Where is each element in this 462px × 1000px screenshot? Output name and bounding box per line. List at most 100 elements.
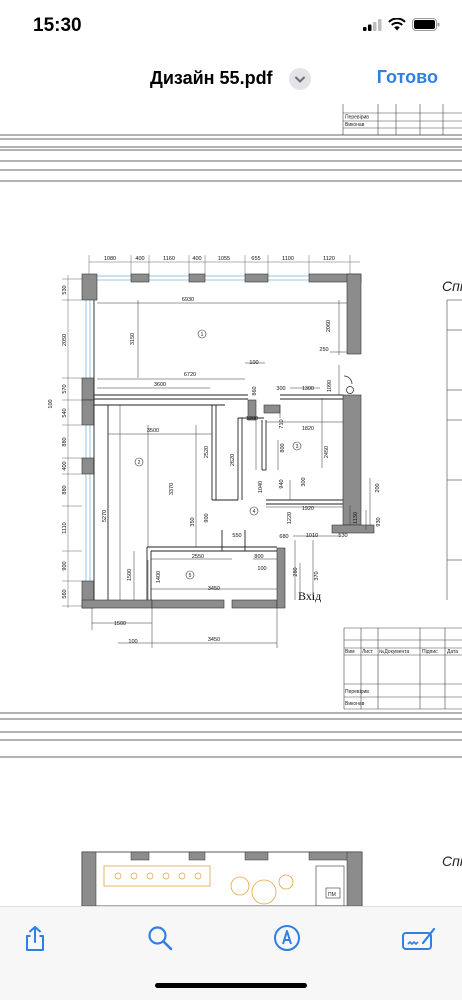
dim-1040: 1040 bbox=[258, 481, 264, 493]
dim-1200: 1200 bbox=[246, 416, 258, 422]
page-border-top bbox=[0, 134, 462, 182]
search-button[interactable] bbox=[145, 923, 175, 953]
dim-370: 370 bbox=[314, 571, 320, 580]
dim-3150: 3150 bbox=[130, 333, 136, 345]
dim-3450: 3450 bbox=[208, 586, 220, 592]
status-bar: 15:30 bbox=[0, 0, 462, 52]
dim-3500: 3500 bbox=[147, 428, 159, 434]
dim-left-1: 530 bbox=[62, 285, 68, 294]
room-2-label: 2 bbox=[138, 460, 141, 466]
dim-6930: 6930 bbox=[182, 297, 194, 303]
dim-940: 940 bbox=[279, 479, 285, 488]
stamp-col-2: Лист bbox=[362, 649, 374, 655]
dim-left-11: 560 bbox=[62, 589, 68, 598]
dim-100c: 100 bbox=[128, 639, 137, 645]
stamp-bottom-checked: Перевірив bbox=[345, 689, 369, 695]
dim-930: 930 bbox=[376, 517, 382, 526]
dim-6720: 6720 bbox=[184, 372, 196, 378]
stamp-bottom bbox=[343, 627, 462, 710]
dim-800b: 800 bbox=[254, 554, 263, 560]
dim-530b: 530 bbox=[338, 533, 347, 539]
page-heading-top: Спі bbox=[442, 278, 462, 294]
signal-icon bbox=[363, 18, 382, 31]
stamp-col-3: №Документа bbox=[379, 649, 409, 655]
markup-button[interactable] bbox=[272, 923, 302, 953]
floor-plan: 1 2 3 4 5 Вхід 1080 400 1160 400 1055 65… bbox=[48, 255, 382, 648]
dim-2060: 2060 bbox=[326, 320, 332, 332]
share-button[interactable] bbox=[20, 923, 50, 953]
dim-1220: 1220 bbox=[287, 512, 293, 524]
dim-100a: 100 bbox=[249, 360, 258, 366]
dim-1010: 1010 bbox=[306, 533, 318, 539]
pdf-page-content: Перевірив Виконав Спі bbox=[0, 104, 462, 907]
dim-300b: 300 bbox=[301, 477, 307, 486]
dim-left-8: 880 bbox=[62, 485, 68, 494]
dim-2620: 2620 bbox=[230, 454, 236, 466]
dim-1300: 1300 bbox=[302, 386, 314, 392]
bottom-toolbar bbox=[0, 906, 462, 1000]
dim-left-3: 570 bbox=[62, 384, 68, 393]
dim-2450: 2450 bbox=[324, 446, 330, 458]
signature-icon bbox=[402, 927, 436, 950]
dim-top-7: 1100 bbox=[282, 256, 294, 262]
stamp-top bbox=[342, 104, 462, 135]
document-title[interactable]: Дизайн 55.pdf bbox=[150, 68, 273, 88]
dim-860: 860 bbox=[252, 386, 258, 395]
wifi-icon bbox=[388, 18, 406, 31]
room-3-label: 3 bbox=[296, 444, 299, 450]
dim-top-5: 1055 bbox=[218, 256, 230, 262]
dim-top-6: 655 bbox=[251, 256, 260, 262]
dim-1400: 1400 bbox=[156, 571, 162, 583]
dim-800a: 800 bbox=[280, 443, 286, 452]
dim-100b: 100 bbox=[257, 566, 266, 572]
dim-top-2: 400 bbox=[135, 256, 144, 262]
dim-1130: 1130 bbox=[353, 512, 359, 524]
title-menu-button[interactable] bbox=[289, 68, 311, 90]
spec-table-edge bbox=[446, 299, 462, 600]
status-time: 15:30 bbox=[33, 15, 82, 36]
dim-top-3: 1160 bbox=[163, 256, 175, 262]
dim-350: 350 bbox=[190, 517, 196, 526]
search-icon bbox=[148, 926, 173, 951]
entrance-label: Вхід bbox=[298, 589, 321, 603]
share-icon bbox=[26, 926, 44, 951]
dim-710: 710 bbox=[279, 419, 285, 428]
dim-2520: 2520 bbox=[204, 446, 210, 458]
home-indicator bbox=[155, 983, 307, 988]
dim-300: 300 bbox=[276, 386, 285, 392]
chevron-down-icon bbox=[295, 76, 305, 83]
dim-280: 280 bbox=[293, 567, 299, 576]
markup-pen-icon bbox=[274, 925, 300, 951]
dim-550: 550 bbox=[232, 533, 241, 539]
dim-top-1: 1080 bbox=[104, 256, 116, 262]
dim-1090: 1090 bbox=[327, 380, 333, 392]
dim-250: 250 bbox=[319, 347, 328, 353]
dim-left-7: 400 bbox=[62, 461, 68, 470]
dim-left-4: 100 bbox=[48, 399, 54, 408]
next-page-plan: ПМ bbox=[81, 851, 363, 907]
dim-left-6: 880 bbox=[62, 437, 68, 446]
dim-1820: 1820 bbox=[302, 426, 314, 432]
room-4-label: 4 bbox=[253, 509, 256, 515]
stamp-checked-label: Перевірив bbox=[345, 115, 369, 121]
dim-680: 680 bbox=[279, 534, 288, 540]
dim-200: 200 bbox=[375, 483, 381, 492]
stamp-col-5: Дата bbox=[447, 649, 458, 655]
status-icons bbox=[363, 18, 440, 31]
dim-top-8: 1120 bbox=[323, 256, 335, 262]
pdf-document-view[interactable]: Перевірив Виконав Спі bbox=[0, 104, 462, 907]
dim-1500b: 1500 bbox=[114, 621, 126, 627]
sign-button[interactable] bbox=[401, 923, 436, 953]
dim-1500: 1500 bbox=[127, 569, 133, 581]
battery-icon bbox=[412, 18, 440, 31]
next-page-pm-label: ПМ bbox=[328, 892, 336, 898]
nav-bar: Дизайн 55.pdf Готово bbox=[0, 52, 462, 104]
page-heading-bottom: Спі bbox=[442, 853, 462, 869]
dim-3600: 3600 bbox=[154, 382, 166, 388]
stamp-col-1: Вим bbox=[345, 649, 355, 655]
done-button[interactable]: Готово bbox=[376, 67, 438, 87]
dim-5270: 5270 bbox=[102, 510, 108, 522]
dim-900: 900 bbox=[204, 513, 210, 522]
dim-left-5: 540 bbox=[62, 408, 68, 417]
dim-left-10: 900 bbox=[62, 561, 68, 570]
